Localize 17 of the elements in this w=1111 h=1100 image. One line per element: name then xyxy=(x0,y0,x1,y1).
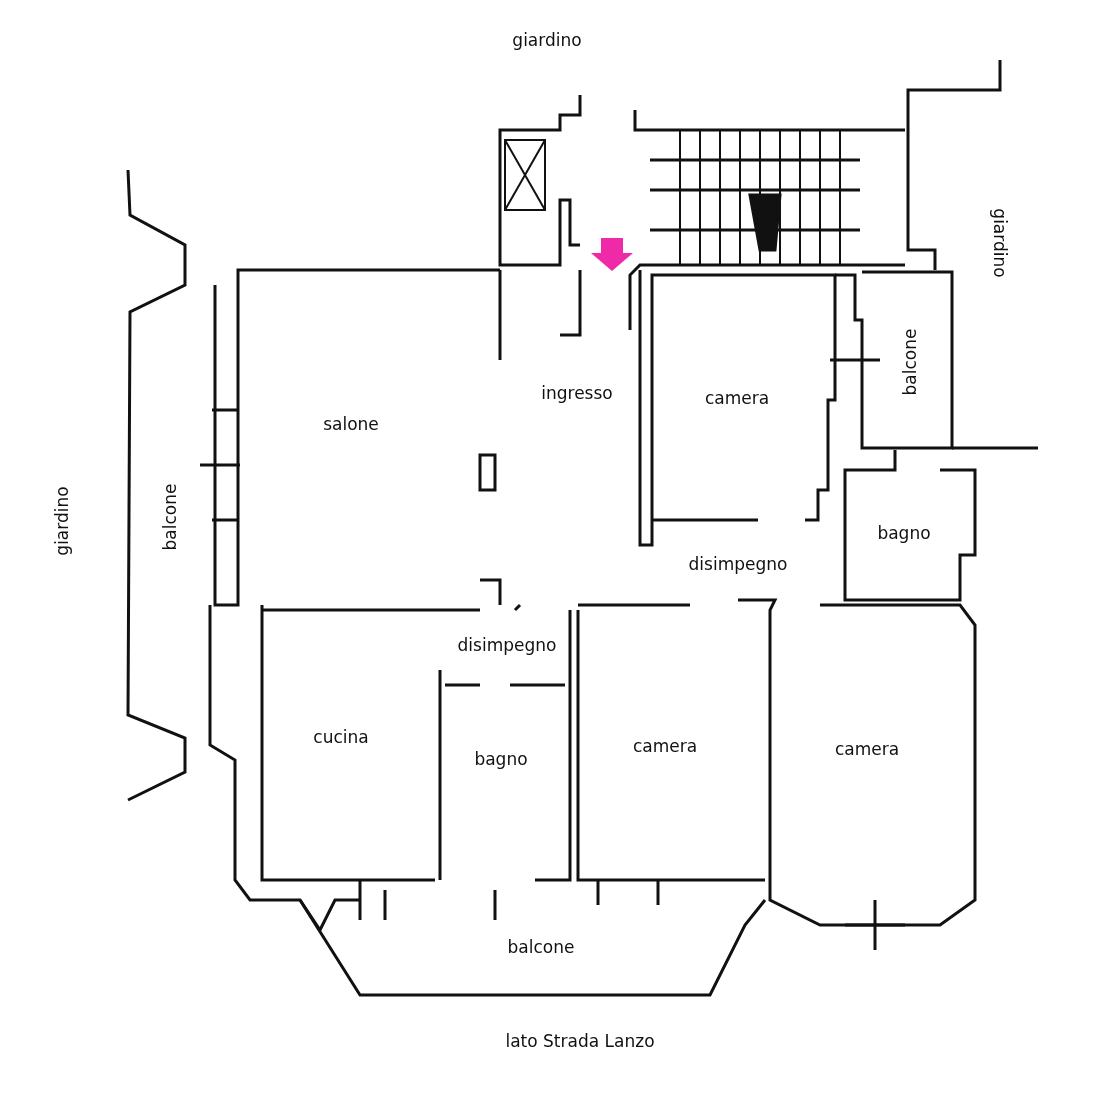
room-label: disimpegno xyxy=(457,635,557,655)
room-label: disimpegno xyxy=(688,554,788,574)
room-label: salone xyxy=(323,414,379,434)
room-label: cucina xyxy=(313,727,369,747)
room-label: giardino xyxy=(990,208,1010,278)
room-label: balcone xyxy=(160,483,180,551)
room-label: bagno xyxy=(474,749,528,769)
room-label: balcone xyxy=(507,937,575,957)
room-label: camera xyxy=(834,739,900,759)
room-label: camera xyxy=(632,736,698,756)
room-label: camera xyxy=(704,388,770,408)
room-label: ingresso xyxy=(541,383,613,403)
room-label: lato Strada Lanzo xyxy=(505,1031,655,1051)
room-label: bagno xyxy=(877,523,931,543)
room-label: giardino xyxy=(52,486,72,556)
room-label: balcone xyxy=(900,328,920,396)
room-label: giardino xyxy=(512,30,582,50)
